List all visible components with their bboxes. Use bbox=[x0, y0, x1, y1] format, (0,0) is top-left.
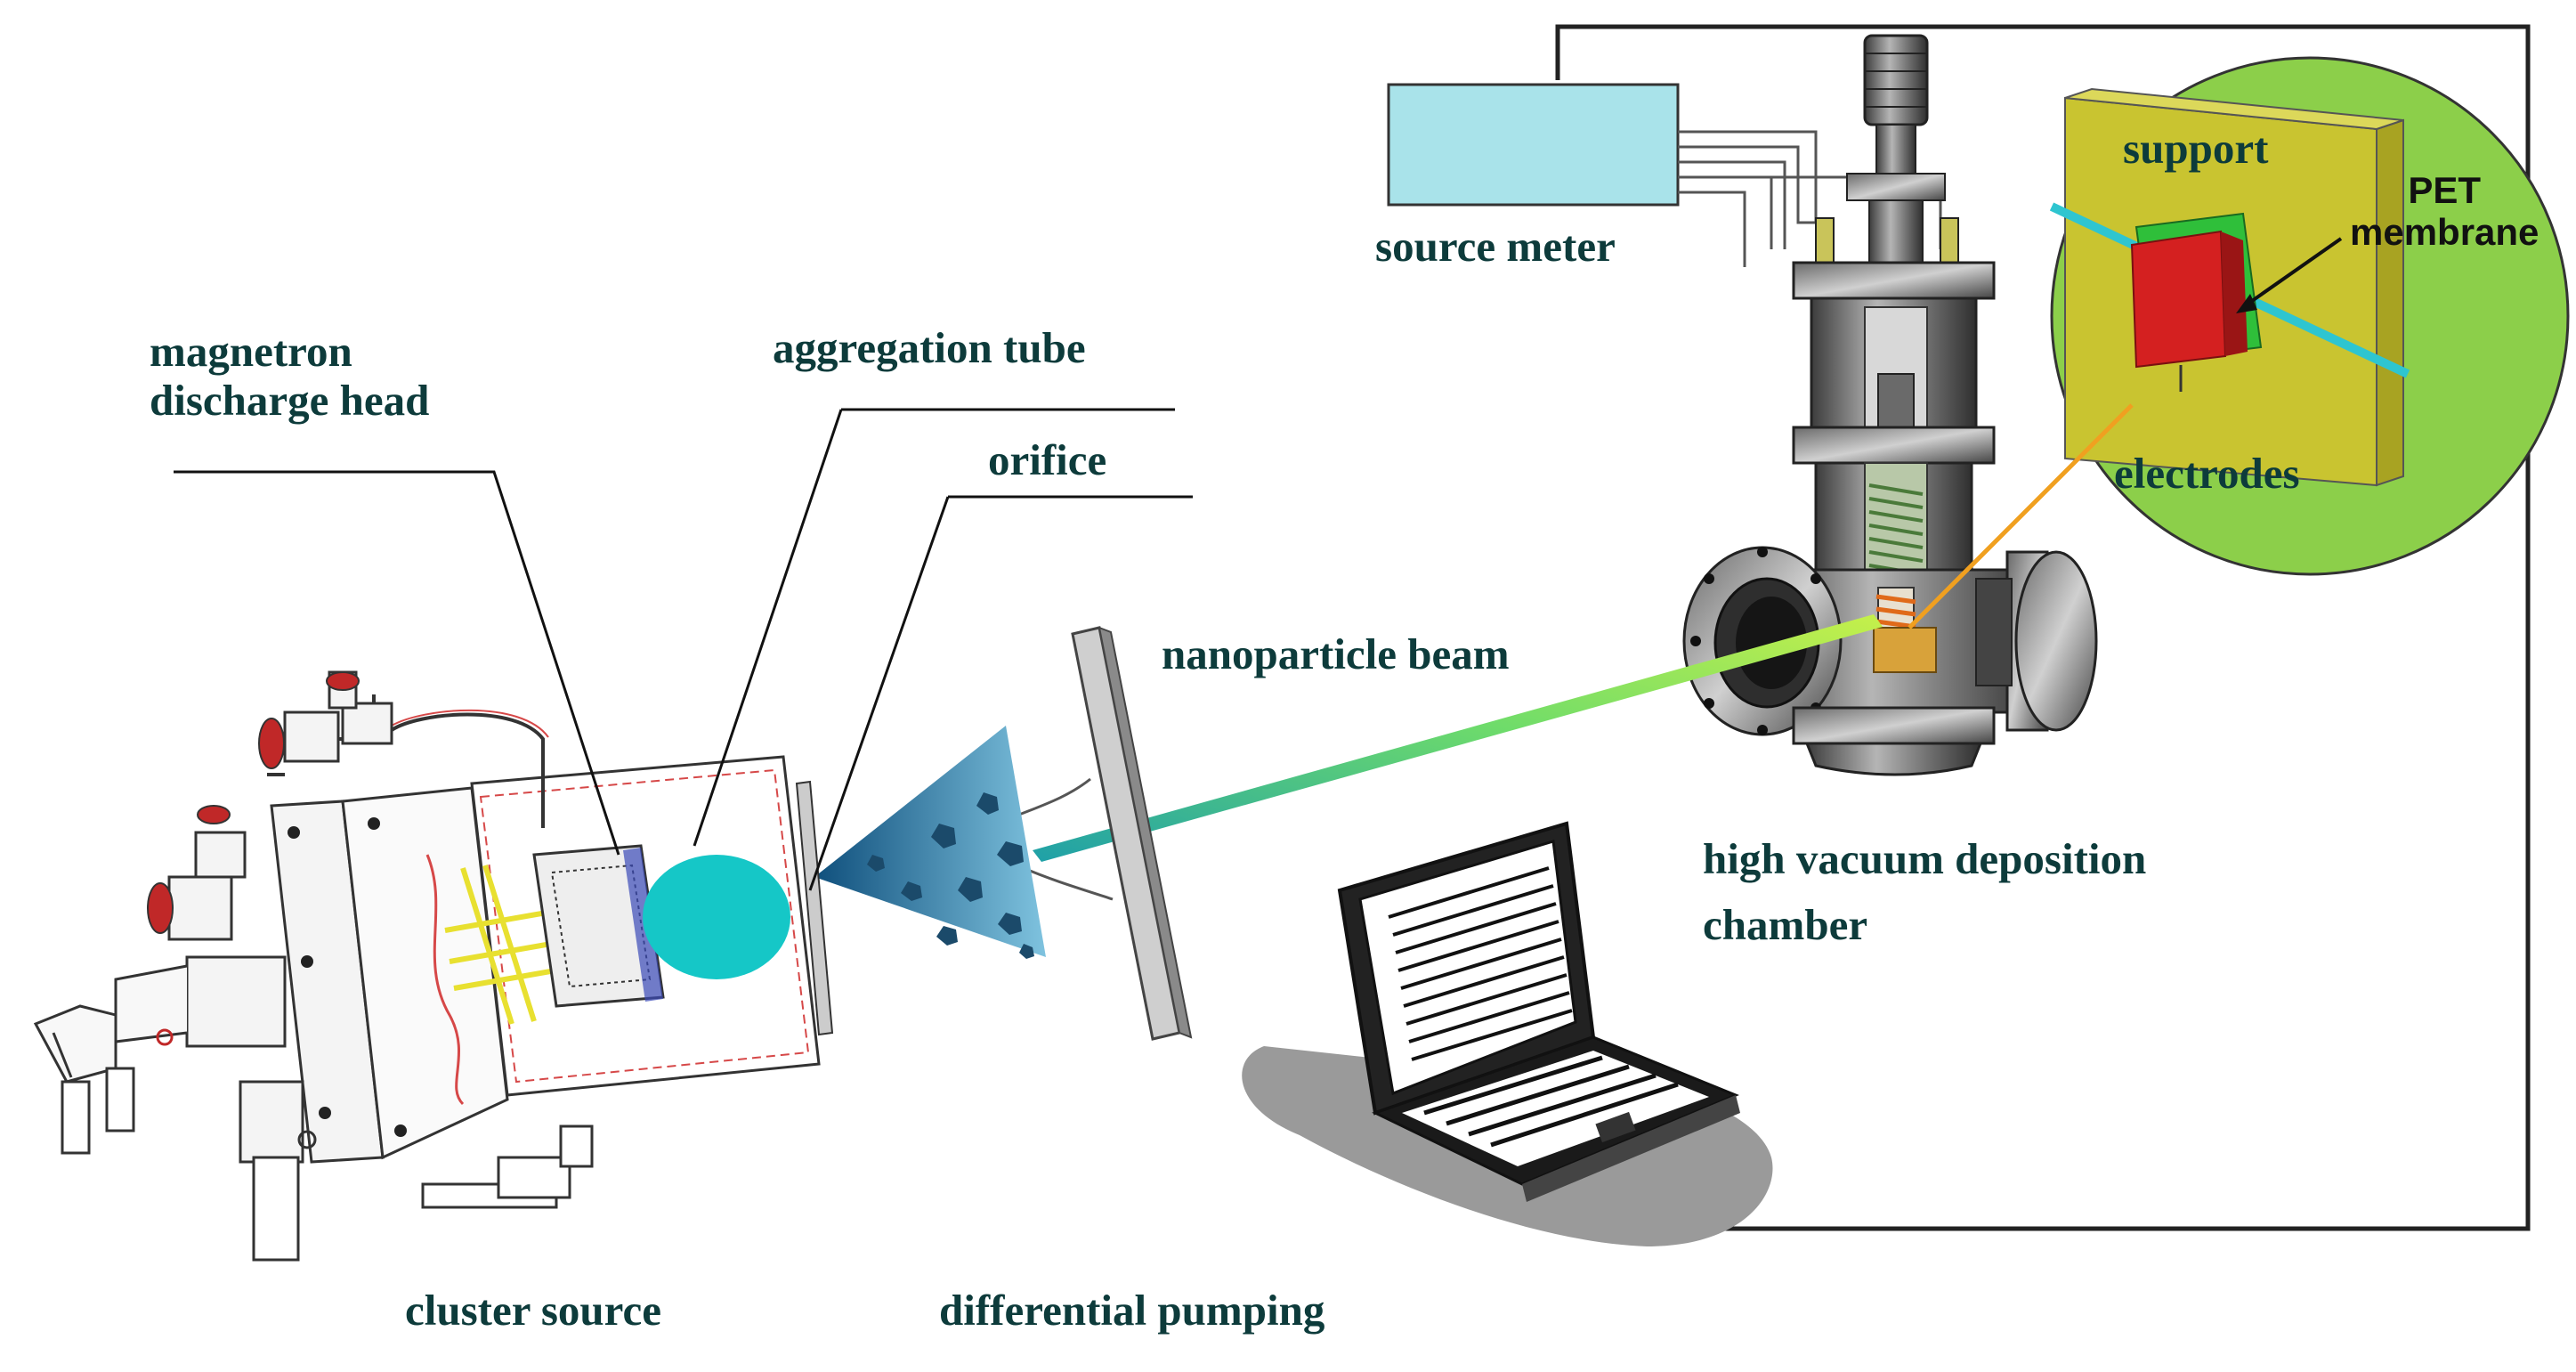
pet-label-line1: PET bbox=[2408, 169, 2482, 211]
nanoparticle-cone bbox=[814, 726, 1046, 959]
wiring-frame bbox=[1555, 24, 2531, 1231]
orifice-label: orifice bbox=[988, 435, 1107, 484]
leader-lines bbox=[174, 408, 1193, 891]
nanoparticle-beam bbox=[1033, 614, 1883, 862]
cluster-source-drawing bbox=[33, 670, 834, 1262]
chamber-label-line1: high vacuum deposition bbox=[1703, 834, 2147, 883]
pet-label-line2: membrane bbox=[2350, 211, 2540, 254]
magnetron-label-line1: magnetron bbox=[150, 327, 352, 376]
source-meter-label: source meter bbox=[1375, 222, 1616, 271]
aggregation-tube-label: aggregation tube bbox=[773, 323, 1086, 372]
pet-membrane-label: PET membrane bbox=[2350, 169, 2539, 253]
support-label: support bbox=[2123, 124, 2269, 173]
differential-pumping-plate bbox=[1018, 626, 1193, 1041]
inset-detail bbox=[2049, 56, 2570, 576]
cluster-source-label: cluster source bbox=[405, 1286, 662, 1335]
electrodes-label: electrodes bbox=[2114, 449, 2300, 498]
magnetron-label-line2: discharge head bbox=[150, 375, 430, 425]
chamber-label: high vacuum deposition chamber bbox=[1703, 826, 2146, 957]
differential-pumping-label: differential pumping bbox=[939, 1286, 1325, 1335]
inset-pointer-line bbox=[1908, 403, 2134, 629]
aggregation-plasma bbox=[643, 855, 790, 979]
laptop-illustration bbox=[1242, 821, 1773, 1246]
vacuum-chamber-drawing bbox=[1682, 34, 2098, 776]
magnetron-label: magnetron discharge head bbox=[150, 327, 430, 426]
nanoparticle-beam-label: nanoparticle beam bbox=[1162, 629, 1510, 678]
chamber-label-line2: chamber bbox=[1703, 899, 1868, 949]
